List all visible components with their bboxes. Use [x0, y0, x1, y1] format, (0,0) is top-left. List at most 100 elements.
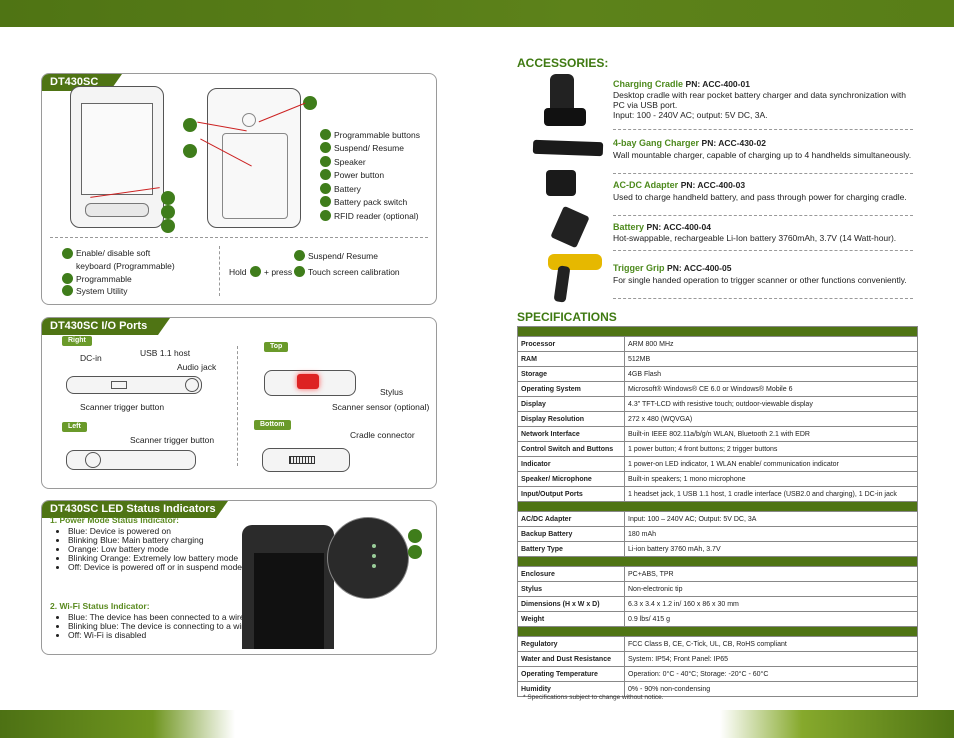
spec-key: Regulatory [517, 636, 625, 652]
plus-press-label: + press [264, 267, 293, 277]
callout-marker [161, 219, 175, 233]
accessory-desc: Input: 100 - 240V AC; output: 5V DC, 3A. [613, 110, 768, 120]
spec-value: PC+ABS, TPR [624, 566, 918, 582]
spec-group-header [517, 556, 918, 567]
spec-key: Display [517, 396, 625, 412]
divider [613, 129, 913, 130]
spec-value: 180 mAh [624, 526, 918, 542]
panel-title: DT430SC LED Status Indicators [42, 501, 228, 518]
accessory-desc: Desktop cradle with rear pocket battery … [613, 90, 906, 110]
device-top-image [264, 370, 356, 396]
spec-key: Network Interface [517, 426, 625, 442]
spec-key: Indicator [517, 456, 625, 472]
spec-value: System: IP54; Front Panel: IP65 [624, 651, 918, 667]
divider [50, 237, 428, 238]
device-left-side-image [66, 450, 196, 470]
list-item: Off: Wi-Fi is disabled [68, 631, 328, 640]
callout-marker [183, 144, 197, 158]
spec-key: Stylus [517, 581, 625, 597]
list-item: Off: Device is powered off or in suspend… [68, 563, 253, 572]
led-indicator [372, 564, 376, 568]
power-status-list: Blue: Device is powered on Blinking Blue… [50, 527, 253, 572]
spec-key: Operating System [517, 381, 625, 397]
led-indicator [372, 544, 376, 548]
speaker-grille [242, 113, 256, 127]
spec-group-header [517, 626, 918, 637]
accessory-desc: Used to charge handheld battery, and pas… [613, 192, 907, 202]
device-bottom-image [262, 448, 350, 472]
divider [219, 246, 220, 296]
divider [613, 215, 913, 216]
legend-dot [320, 169, 331, 180]
trigger-button [85, 452, 101, 468]
spec-value: 272 x 480 (WQVGA) [624, 411, 918, 427]
divider [613, 173, 913, 174]
io-ports-panel: DT430SC I/O Ports Right Left Top Bottom … [41, 317, 437, 489]
accessory-name: Battery PN: ACC-400-04 [613, 222, 711, 232]
spec-value: Built-in IEEE 802.11a/b/g/n WLAN, Blueto… [624, 426, 918, 442]
spec-value: 512MB [624, 351, 918, 367]
callout-marker [408, 545, 422, 559]
keyboard-key-icon [62, 248, 73, 259]
scanner-trigger-right-label: Scanner trigger button [80, 402, 165, 412]
spec-key: Storage [517, 366, 625, 382]
cradle-label: Cradle connector [350, 430, 415, 440]
stylus-label: Stylus [380, 387, 404, 397]
spec-key: Backup Battery [517, 526, 625, 542]
accessory-name: 4-bay Gang Charger PN: ACC-430-02 [613, 138, 766, 148]
spec-value: 0.9 lbs/ 415 g [624, 611, 918, 627]
system-utility-key-icon [62, 285, 73, 296]
gang-charger-image [532, 139, 604, 157]
spec-key: Weight [517, 611, 625, 627]
list-item: Orange: Low battery mode [68, 545, 253, 554]
spec-key: AC/DC Adapter [517, 511, 625, 527]
spec-value: 1 power button; 4 front buttons; 2 trigg… [624, 441, 918, 457]
trigger-grip-image [548, 254, 602, 270]
led-zoom-circle [327, 517, 409, 599]
press-key-icon [294, 266, 305, 277]
spec-value: 4.3" TFT-LCD with resistive touch; outdo… [624, 396, 918, 412]
battery-image [550, 205, 590, 249]
usb-port [111, 381, 127, 389]
list-item: Blue: The device has been connected to a… [68, 613, 328, 622]
scanner-sensor-label: Scanner sensor (optional) [332, 402, 430, 412]
legend-dot [320, 210, 331, 221]
legend-dot [320, 156, 331, 167]
spec-value: Built-in speakers; 1 mono microphone [624, 471, 918, 487]
key-label: keyboard (Programmable) [76, 261, 175, 271]
footnote: * Specifications subject to change witho… [523, 694, 664, 701]
legend-dot [320, 183, 331, 194]
wifi-heading: 2. Wi-Fi Status Indicator: [50, 601, 150, 611]
key-label: Suspend/ Resume [308, 251, 378, 261]
spec-value: Operation: 0°C - 40°C; Storage: -20°C - … [624, 666, 918, 682]
device-overview-panel: DT430SC Programmable buttons Suspend/ Re… [41, 73, 437, 305]
suspend-key-icon [294, 250, 305, 261]
specifications-heading: SPECIFICATIONS [517, 310, 617, 324]
spec-key: Control Switch and Buttons [517, 441, 625, 457]
wifi-status-list: Blue: The device has been connected to a… [50, 613, 328, 640]
list-item: Blinking blue: The device is connecting … [68, 622, 328, 631]
accessory-name: Charging Cradle PN: ACC-400-01 [613, 79, 750, 89]
led-indicator [372, 554, 376, 558]
device-right-side-image [66, 376, 202, 394]
scanner-trigger-left-label: Scanner trigger button [130, 435, 215, 445]
key-label: Programmable [76, 274, 132, 284]
panel-title: DT430SC I/O Ports [42, 318, 170, 335]
dc-in-label: DC-in [80, 353, 102, 363]
cradle-connector [289, 456, 315, 464]
top-banner [0, 0, 954, 27]
accessories-heading: ACCESSORIES: [517, 56, 609, 70]
device-screen [254, 553, 324, 649]
tag-bottom: Bottom [254, 420, 291, 430]
